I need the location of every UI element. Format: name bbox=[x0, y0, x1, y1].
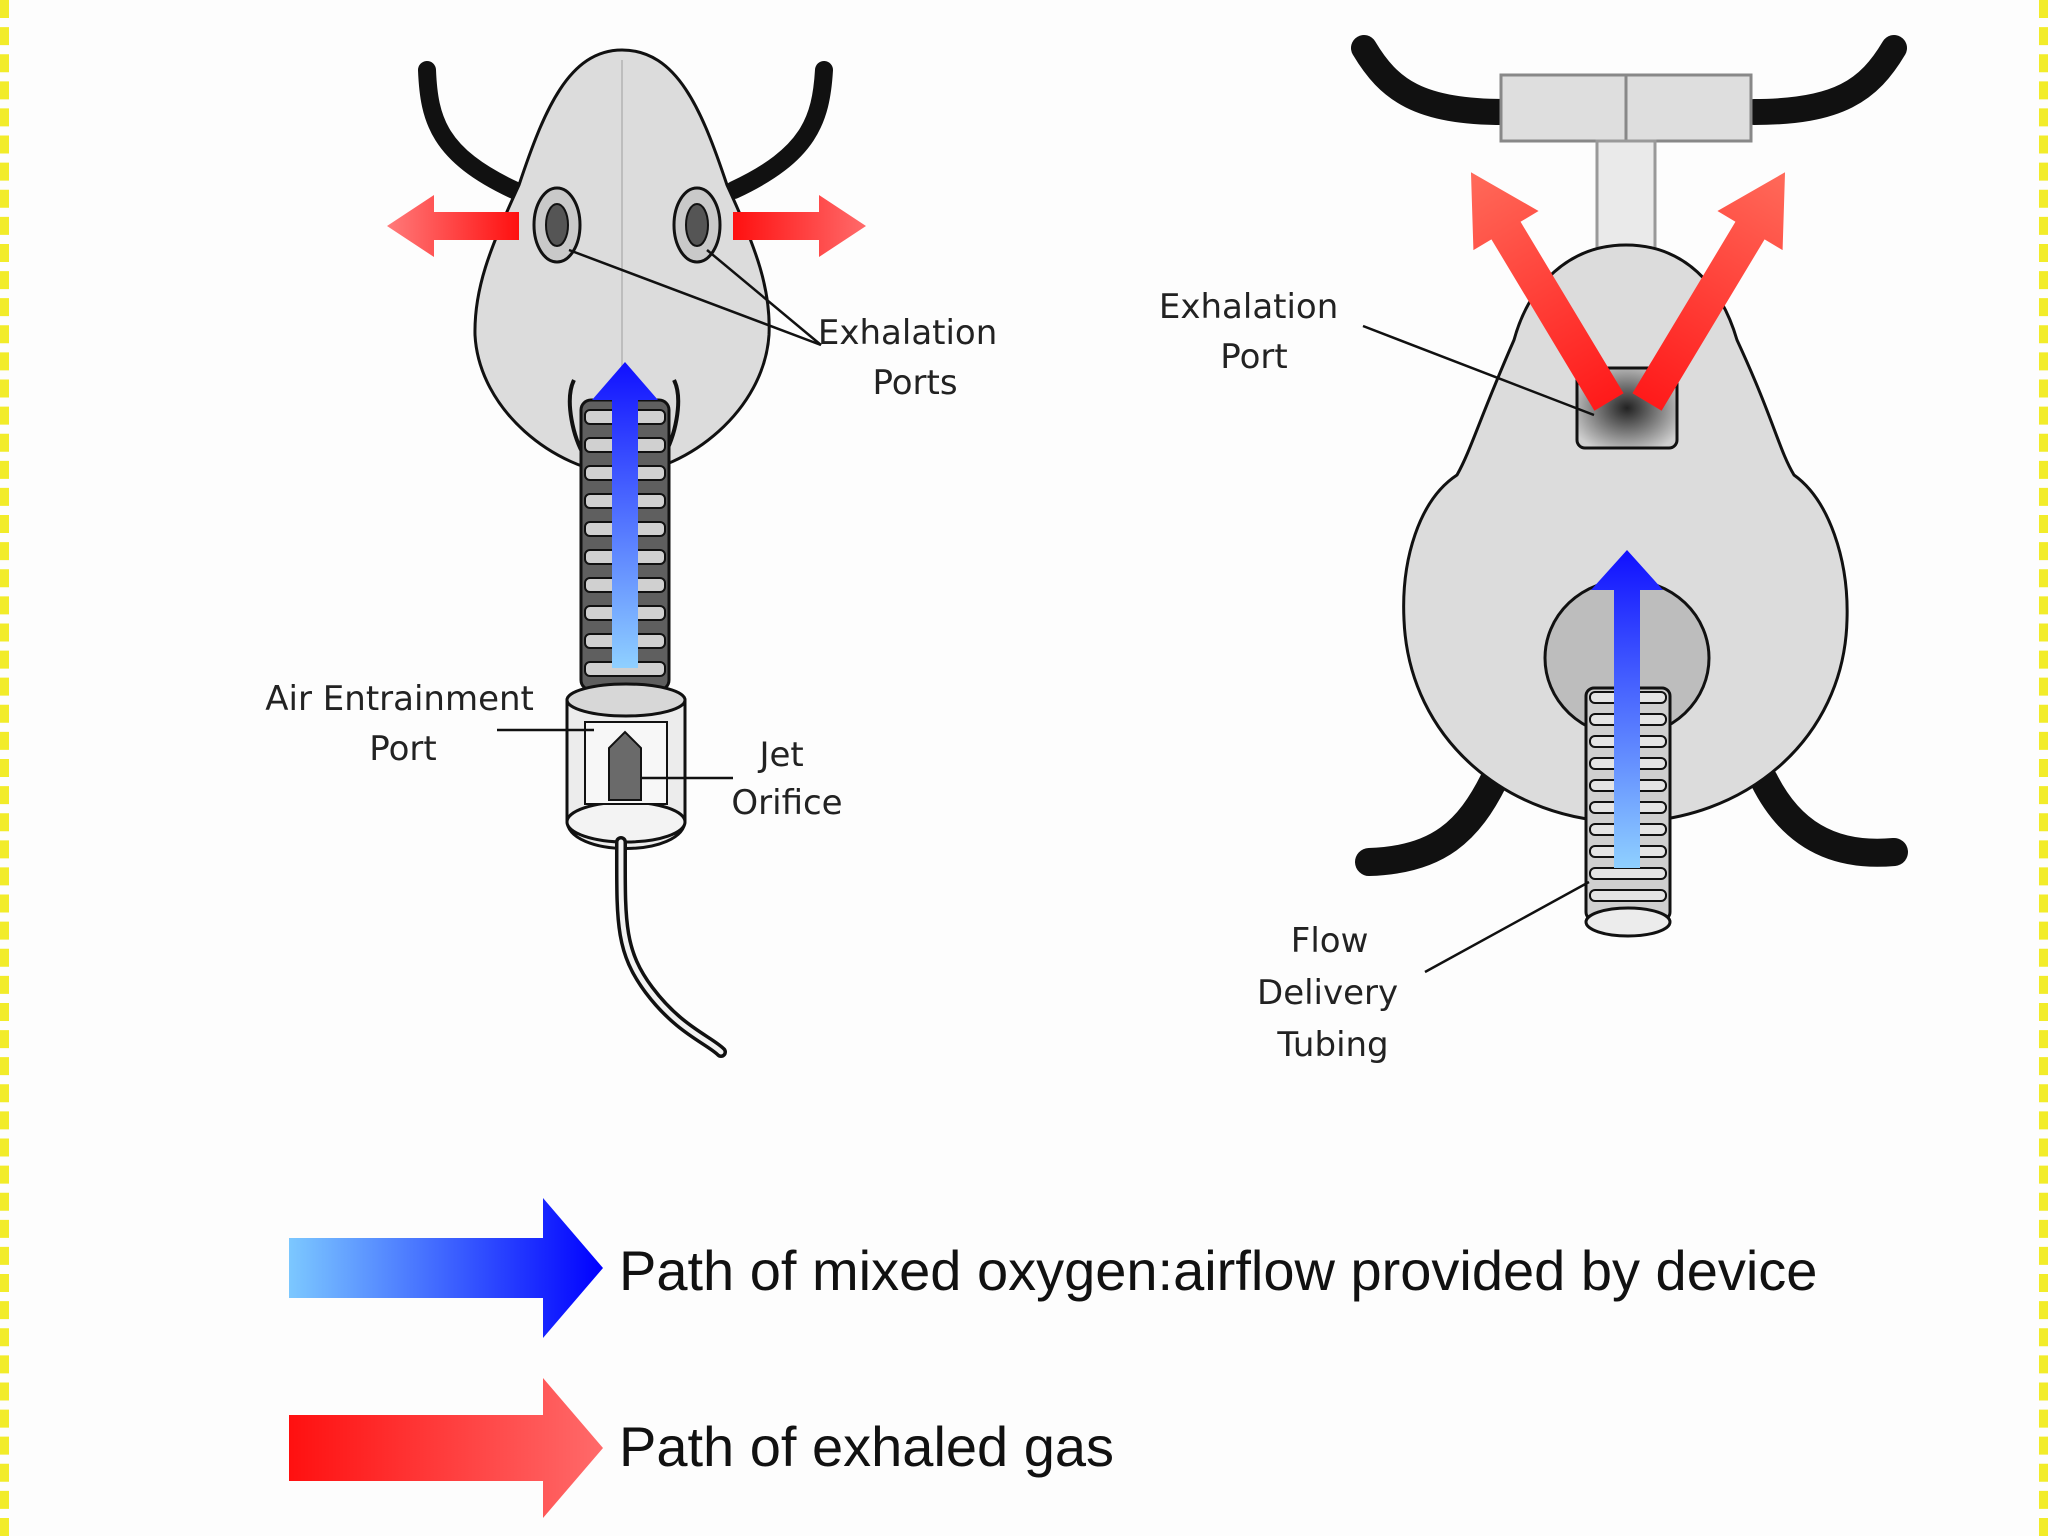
right-mask-strap-bottom-left bbox=[1355, 766, 1508, 876]
leader-exhalation-ports-b bbox=[706, 249, 822, 346]
oxygen-mask-diagram: Exhalation Ports Air Entrainment Port Je… bbox=[265, 35, 1908, 1518]
right-device: Exhalation Port Flow Delivery Tubing bbox=[1159, 35, 1908, 1065]
label-flow-delivery-tubing: Flow Delivery Tubing bbox=[1257, 921, 1409, 1065]
jet-orifice bbox=[608, 730, 642, 801]
exhaled-gas-arrow-up-right bbox=[1632, 172, 1786, 411]
tubing-rib bbox=[1589, 889, 1667, 902]
left-device: Exhalation Ports Air Entrainment Port Je… bbox=[265, 48, 1008, 1058]
mixed-flow-arrow-left-device bbox=[592, 362, 658, 668]
mixed-flow-arrow-right-device bbox=[1591, 550, 1663, 868]
label-jet-orifice: Jet Orifice bbox=[731, 735, 842, 823]
label-exhalation-port: Exhalation Port bbox=[1159, 287, 1349, 377]
tubing-ribs bbox=[1589, 691, 1667, 902]
venturi-housing bbox=[565, 682, 687, 850]
right-mask-strap-bottom-right bbox=[1750, 766, 1908, 867]
left-corrugated-tubing bbox=[579, 398, 671, 692]
exhaled-gas-arrow-left bbox=[387, 195, 519, 257]
leader-exhalation-port bbox=[1362, 324, 1595, 417]
legend-mixed-flow-label: Path of mixed oxygen:airflow provided by… bbox=[619, 1239, 1817, 1302]
left-exhalation-port-right bbox=[672, 186, 722, 264]
legend-mixed-flow-arrow bbox=[289, 1198, 603, 1338]
legend: Path of mixed oxygen:airflow provided by… bbox=[289, 1198, 1817, 1518]
leader-exhalation-ports-a bbox=[568, 248, 822, 347]
left-mask-strap-left bbox=[418, 61, 523, 199]
label-exhalation-ports: Exhalation Ports bbox=[818, 313, 1008, 403]
tubing-rib bbox=[1589, 867, 1667, 880]
left-exhalation-port-left bbox=[532, 186, 582, 264]
right-mask-strap-top-left bbox=[1351, 35, 1517, 125]
right-mask-strap-top-right bbox=[1741, 35, 1907, 125]
exhaled-gas-arrow-right bbox=[733, 195, 866, 257]
left-mask-strap-right bbox=[725, 61, 833, 199]
legend-exhaled-gas-label: Path of exhaled gas bbox=[619, 1415, 1114, 1478]
legend-exhaled-gas-arrow bbox=[289, 1378, 603, 1518]
leader-flow-delivery-tubing bbox=[1424, 880, 1590, 974]
oxygen-supply-tubing bbox=[614, 836, 727, 1058]
right-mask-nose-bridge bbox=[1595, 139, 1657, 253]
label-air-entrainment-port: Air Entrainment Port bbox=[265, 679, 544, 769]
exhaled-gas-arrow-up-left bbox=[1470, 172, 1624, 411]
